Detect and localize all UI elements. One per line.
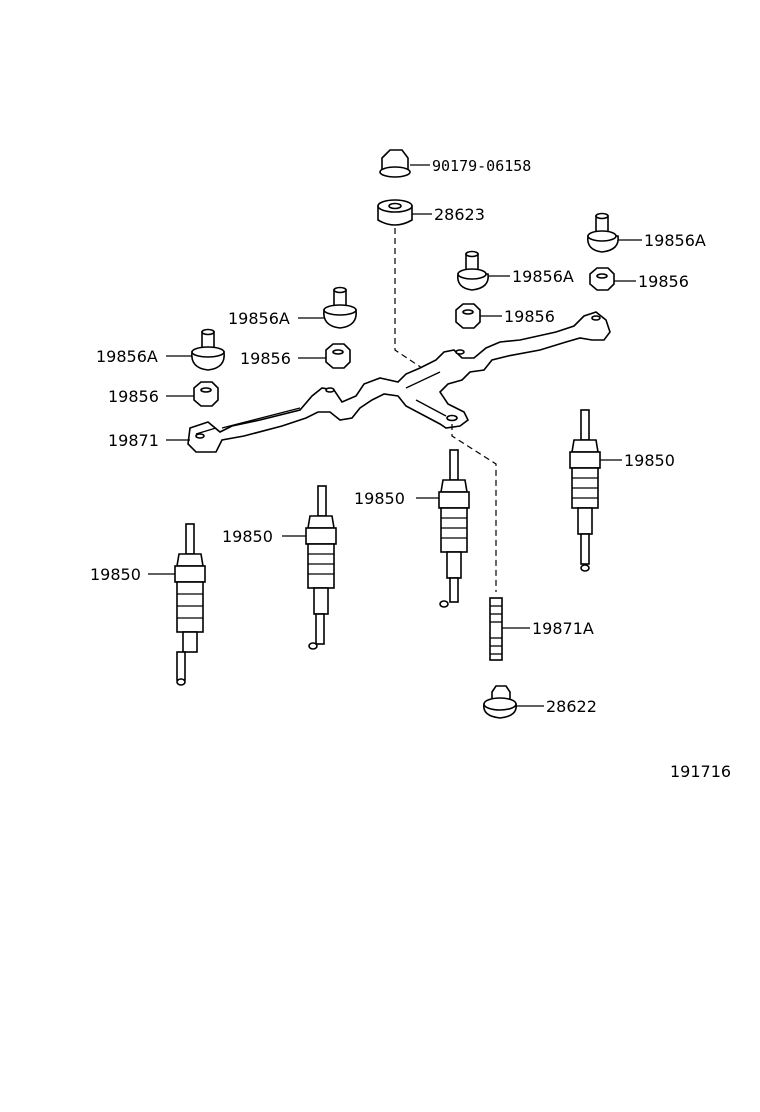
insulator-top-part — [377, 199, 441, 381]
glow-plug-2-part — [416, 449, 470, 608]
label-washer-bolt: 90179-06158 — [432, 157, 531, 175]
label-connector-bar: 19871 — [108, 431, 159, 450]
stud-part — [489, 597, 530, 661]
label-insulator-top: 28623 — [434, 205, 485, 224]
label-hex-nut-right: 19856 — [638, 272, 689, 291]
hex-nut-mid-part — [455, 303, 502, 329]
flange-nut-a-right-part — [586, 212, 642, 253]
glow-plug-3-part — [282, 485, 337, 650]
label-hex-nut-left2: 19856 — [240, 349, 291, 368]
label-glow-plug-1: 19850 — [624, 451, 675, 470]
hex-nut-left-part — [166, 381, 219, 407]
illustration-number: 191716 — [670, 762, 731, 781]
flange-nut-a-mid-part — [456, 250, 510, 291]
label-glow-plug-4: 19850 — [90, 565, 141, 584]
label-glow-plug-2: 19850 — [354, 489, 405, 508]
label-flange-nut-a-left2: 19856A — [228, 309, 290, 328]
hex-nut-right-part — [589, 267, 636, 291]
connector-bar-part — [166, 311, 611, 592]
label-glow-plug-3: 19850 — [222, 527, 273, 546]
glow-plug-1-part — [569, 409, 622, 572]
flange-nut-a-left-part — [166, 328, 225, 371]
label-flange-nut-a-left: 19856A — [96, 347, 158, 366]
label-insulator-bottom: 28622 — [546, 697, 597, 716]
label-hex-nut-mid: 19856 — [504, 307, 555, 326]
label-stud: 19871A — [532, 619, 594, 638]
glow-plug-4-part — [148, 523, 206, 686]
hex-nut-left2-part — [298, 343, 351, 369]
label-hex-nut-left: 19856 — [108, 387, 159, 406]
label-flange-nut-a-right: 19856A — [644, 231, 706, 250]
label-flange-nut-a-mid: 19856A — [512, 267, 574, 286]
flange-nut-a-left2-part — [298, 286, 357, 329]
insulator-bottom-part — [483, 685, 544, 719]
washer-bolt-part — [379, 149, 430, 178]
